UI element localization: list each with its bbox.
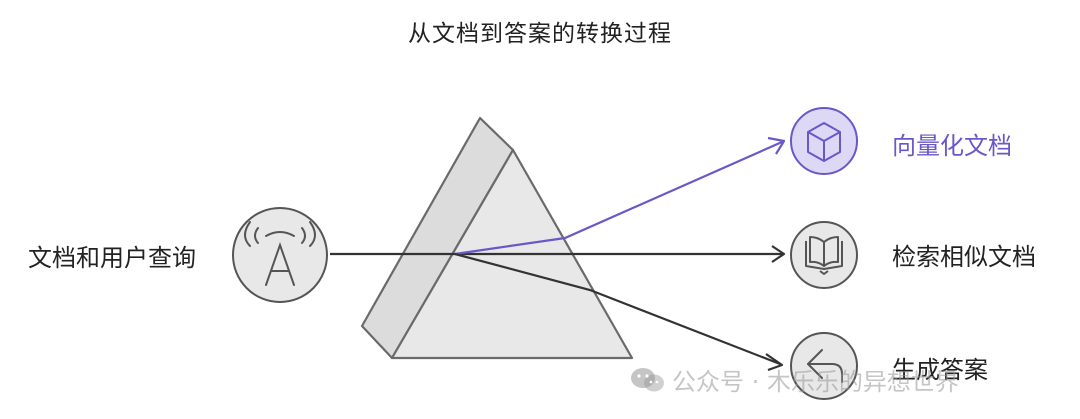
output-label-retrieve: 检索相似文档 (892, 243, 1036, 271)
output-node-vectorize (790, 107, 858, 175)
output-node-retrieve (790, 221, 858, 289)
input-label: 文档和用户查询 (28, 244, 196, 272)
beam-retrieve-arrowhead (771, 245, 786, 263)
output-label-vectorize: 向量化文档 (892, 132, 1012, 160)
book-icon (805, 236, 843, 275)
prism (360, 116, 634, 360)
diagram-title: 从文档到答案的转换过程 (408, 21, 672, 47)
beam-vectorize (454, 140, 783, 256)
input-node (232, 207, 328, 303)
watermark-text: 公众号 · 木乐乐的异想世界 (672, 368, 959, 396)
output-node-generate (790, 332, 858, 400)
antenna-a-icon (244, 221, 316, 286)
beam-generate (454, 252, 781, 366)
arrow-left-icon (807, 349, 843, 383)
watermark: 公众号 · 木乐乐的异想世界 (630, 362, 959, 397)
beam-generate-arrowhead (765, 353, 784, 372)
output-label-generate: 生成答案 (892, 356, 988, 384)
beam-vectorize-arrowhead (767, 136, 786, 155)
wechat-icon (631, 367, 664, 391)
beams (330, 136, 786, 372)
cube-icon (807, 122, 841, 162)
